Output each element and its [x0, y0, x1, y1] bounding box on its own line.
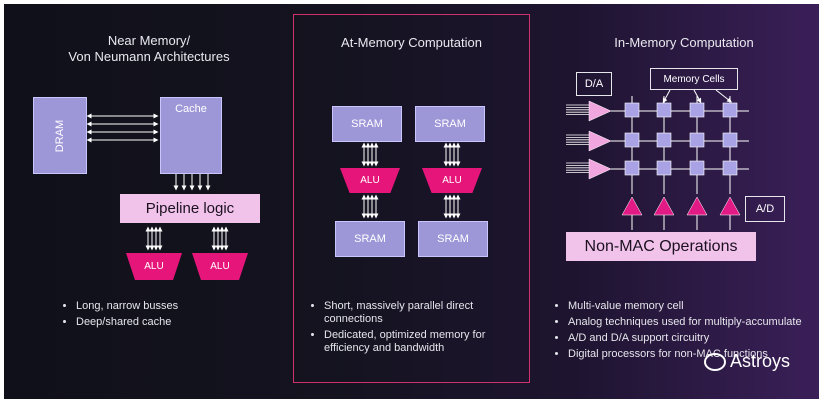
near-alu-2-label: ALU [210, 261, 230, 272]
at-memory-title: At-Memory Computation [341, 35, 482, 50]
sram-top-right: SRAM [415, 106, 485, 142]
dram-block: DRAM [33, 97, 87, 174]
in-memory-bullets: Multi-value memory cell Analog technique… [554, 300, 814, 364]
near-alu-1: ALU [126, 253, 182, 280]
at-memory-bullets: Short, massively parallel direct connect… [310, 300, 520, 358]
near-alu-1-label: ALU [144, 261, 164, 272]
at-alu-1-label: ALU [360, 175, 380, 186]
at-memory-frame [293, 14, 530, 383]
sram-top-left: SRAM [332, 106, 402, 142]
non-mac-operations-block: Non-MAC Operations [566, 232, 756, 261]
sram-top-right-label: SRAM [434, 118, 466, 130]
at-bullet-1: Short, massively parallel direct connect… [324, 300, 520, 326]
in-bullet-2: Analog techniques used for multiply-accu… [568, 316, 814, 329]
memory-cells-callout: Memory Cells [650, 68, 738, 90]
in-bullet-3: A/D and D/A support circuitry [568, 332, 814, 345]
dram-label: DRAM [53, 119, 66, 152]
near-memory-title: Near Memory/ Von Neumann Architectures [68, 33, 230, 65]
cache-label: Cache [175, 103, 207, 115]
watermark-text: Astroys [730, 351, 791, 371]
near-memory-bullets: Long, narrow busses Deep/shared cache [62, 300, 262, 332]
sram-bottom-right-label: SRAM [437, 233, 469, 245]
near-alu-2: ALU [192, 253, 248, 280]
non-mac-operations-label: Non-MAC Operations [584, 237, 738, 255]
at-alu-1: ALU [340, 168, 400, 193]
at-alu-2-label: ALU [442, 175, 462, 186]
near-bullet-2: Deep/shared cache [76, 316, 262, 329]
watermark: Astroys [704, 351, 790, 372]
in-memory-title: In-Memory Computation [614, 35, 754, 50]
da-label: D/A [584, 78, 604, 90]
pipeline-logic-label: Pipeline logic [145, 200, 235, 217]
ad-label: A/D [755, 203, 775, 215]
at-bullet-2: Dedicated, optimized memory for efficien… [324, 329, 520, 355]
ad-label-box: A/D [745, 196, 785, 222]
sram-top-left-label: SRAM [351, 118, 383, 130]
near-bullet-1: Long, narrow busses [76, 300, 262, 313]
slide: Near Memory/ Von Neumann Architectures D… [4, 4, 819, 399]
pipeline-logic-block: Pipeline logic [120, 194, 260, 223]
connector-lines [86, 89, 749, 251]
in-bullet-1: Multi-value memory cell [568, 300, 814, 313]
sram-bottom-left-label: SRAM [354, 233, 386, 245]
wechat-icon [704, 353, 726, 372]
at-alu-2: ALU [422, 168, 482, 193]
memory-cells-label: Memory Cells [663, 73, 725, 85]
cache-block: Cache [160, 97, 222, 174]
da-label-box: D/A [576, 72, 612, 96]
sram-bottom-left: SRAM [335, 221, 405, 257]
sram-bottom-right: SRAM [418, 221, 488, 257]
